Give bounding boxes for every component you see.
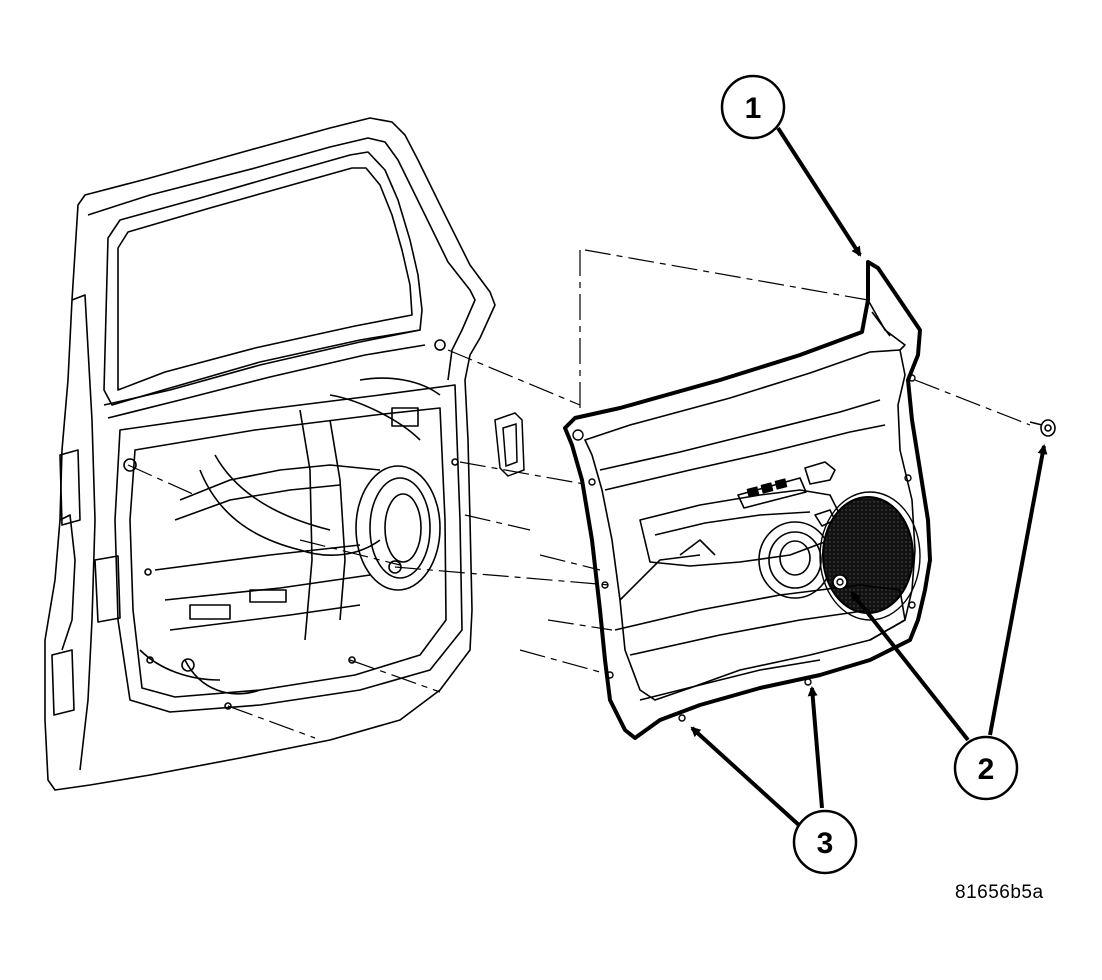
callout-2: 2 [953, 735, 1019, 801]
callout-label: 1 [745, 92, 762, 125]
callout-label: 2 [978, 753, 995, 786]
callout-label: 3 [817, 827, 834, 860]
callout-3: 3 [792, 809, 858, 875]
door-trim-panel [563, 260, 932, 740]
figure-id: 81656b5a [955, 882, 1044, 903]
callout-circle [792, 809, 858, 875]
alignment-lines [127, 249, 1031, 739]
leader-2a [850, 591, 970, 742]
switch-bezel [494, 412, 525, 477]
callout-circle [953, 735, 1019, 801]
door-frame [44, 117, 496, 791]
callout-circle [720, 74, 786, 140]
leader-3a [690, 726, 802, 828]
callout-leaders [690, 126, 1048, 828]
leader-1 [776, 126, 862, 257]
leader-2b [988, 444, 1048, 736]
leader-3b [807, 686, 824, 809]
screw-fastener [1029, 419, 1056, 437]
callout-1: 1 [720, 74, 786, 140]
